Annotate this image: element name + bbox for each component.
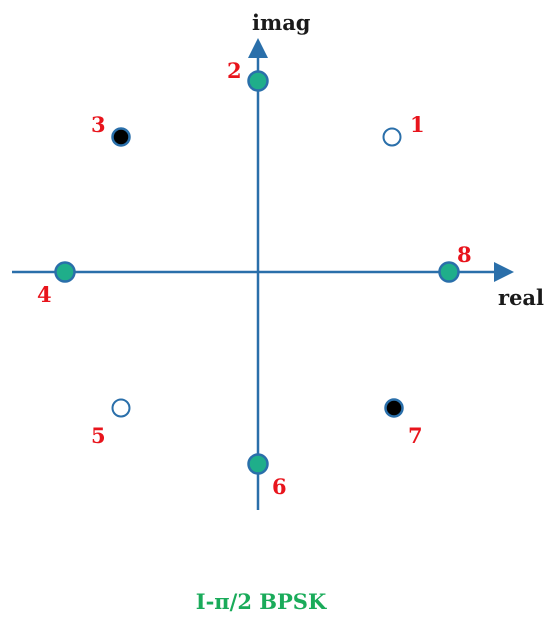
- point-1-label: 1: [410, 112, 425, 137]
- point-8-marker: [438, 261, 460, 283]
- point-1-marker: [382, 127, 402, 147]
- point-6-marker: [247, 453, 269, 475]
- point-8-label: 8: [457, 242, 472, 267]
- y-axis-label: imag: [252, 10, 311, 35]
- point-5-label: 5: [91, 423, 106, 448]
- point-4-marker: [54, 261, 76, 283]
- x-axis-label: real: [498, 285, 544, 310]
- point-4-label: 4: [37, 282, 52, 307]
- point-3-marker: [111, 127, 131, 147]
- diagram-caption: I-π/2 BPSK: [196, 589, 327, 614]
- point-7-label: 7: [408, 423, 423, 448]
- point-3-label: 3: [91, 112, 106, 137]
- point-6-label: 6: [272, 474, 287, 499]
- point-5-marker: [111, 398, 131, 418]
- point-7-marker: [384, 398, 404, 418]
- point-2-label: 2: [227, 58, 242, 83]
- point-2-marker: [247, 70, 269, 92]
